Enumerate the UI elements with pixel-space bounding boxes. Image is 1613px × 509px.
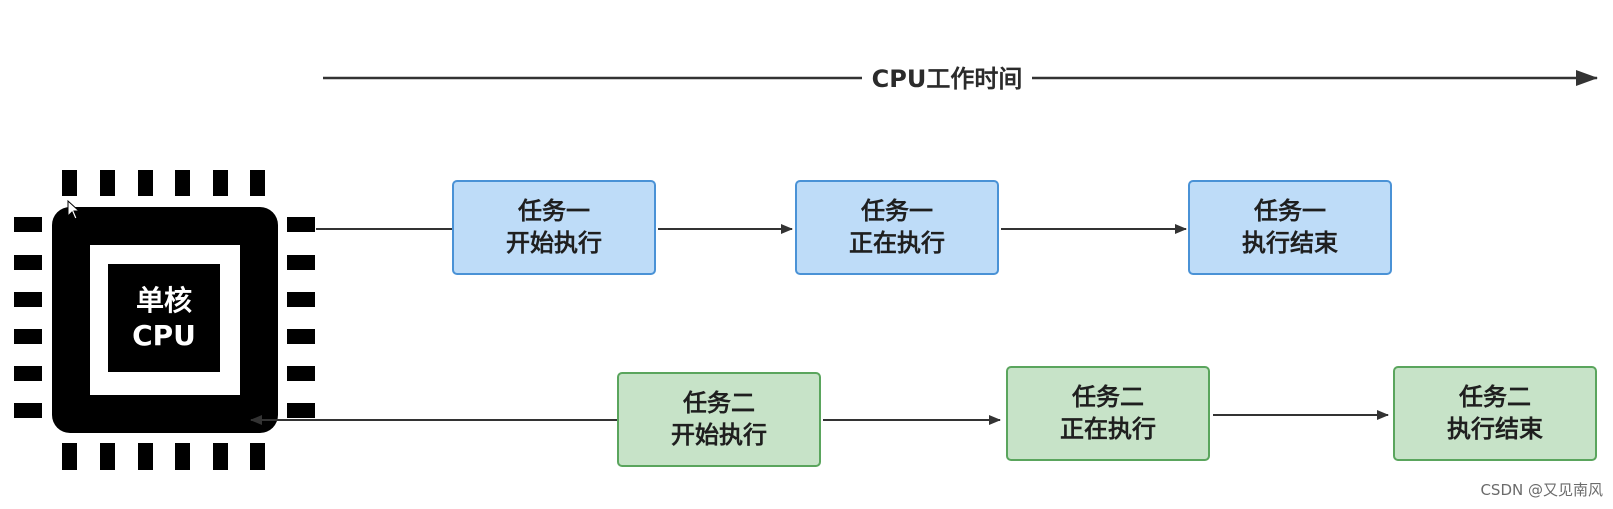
- mouse-cursor-icon: [67, 199, 81, 220]
- cpu-label: 单核 CPU: [108, 264, 220, 372]
- task-title: 任务一: [861, 197, 933, 226]
- task-title: 任务一: [518, 197, 590, 226]
- task-title: 任务二: [683, 389, 755, 418]
- task1-end-box: 任务一 执行结束: [1188, 180, 1392, 275]
- time-axis-label: CPU工作时间: [862, 62, 1032, 96]
- task-title: 任务二: [1072, 383, 1144, 412]
- task-status: 正在执行: [1060, 414, 1156, 443]
- task1-running-box: 任务一 正在执行: [795, 180, 999, 275]
- cpu-label-line1: 单核: [135, 284, 192, 317]
- task1-start-box: 任务一 开始执行: [452, 180, 656, 275]
- task2-start-box: 任务二 开始执行: [617, 372, 821, 467]
- task2-end-box: 任务二 执行结束: [1393, 366, 1597, 461]
- task-title: 任务一: [1254, 197, 1326, 226]
- task-title: 任务二: [1459, 383, 1531, 412]
- cpu-label-line2: CPU: [132, 319, 196, 352]
- cpu-chip-icon: [14, 170, 315, 470]
- task-status: 执行结束: [1447, 414, 1543, 443]
- task-status: 执行结束: [1242, 228, 1338, 257]
- task-status: 开始执行: [671, 420, 767, 449]
- task-status: 正在执行: [849, 228, 945, 257]
- csdn-watermark: CSDN @又见南风: [1480, 481, 1603, 499]
- task-status: 开始执行: [506, 228, 602, 257]
- task2-running-box: 任务二 正在执行: [1006, 366, 1210, 461]
